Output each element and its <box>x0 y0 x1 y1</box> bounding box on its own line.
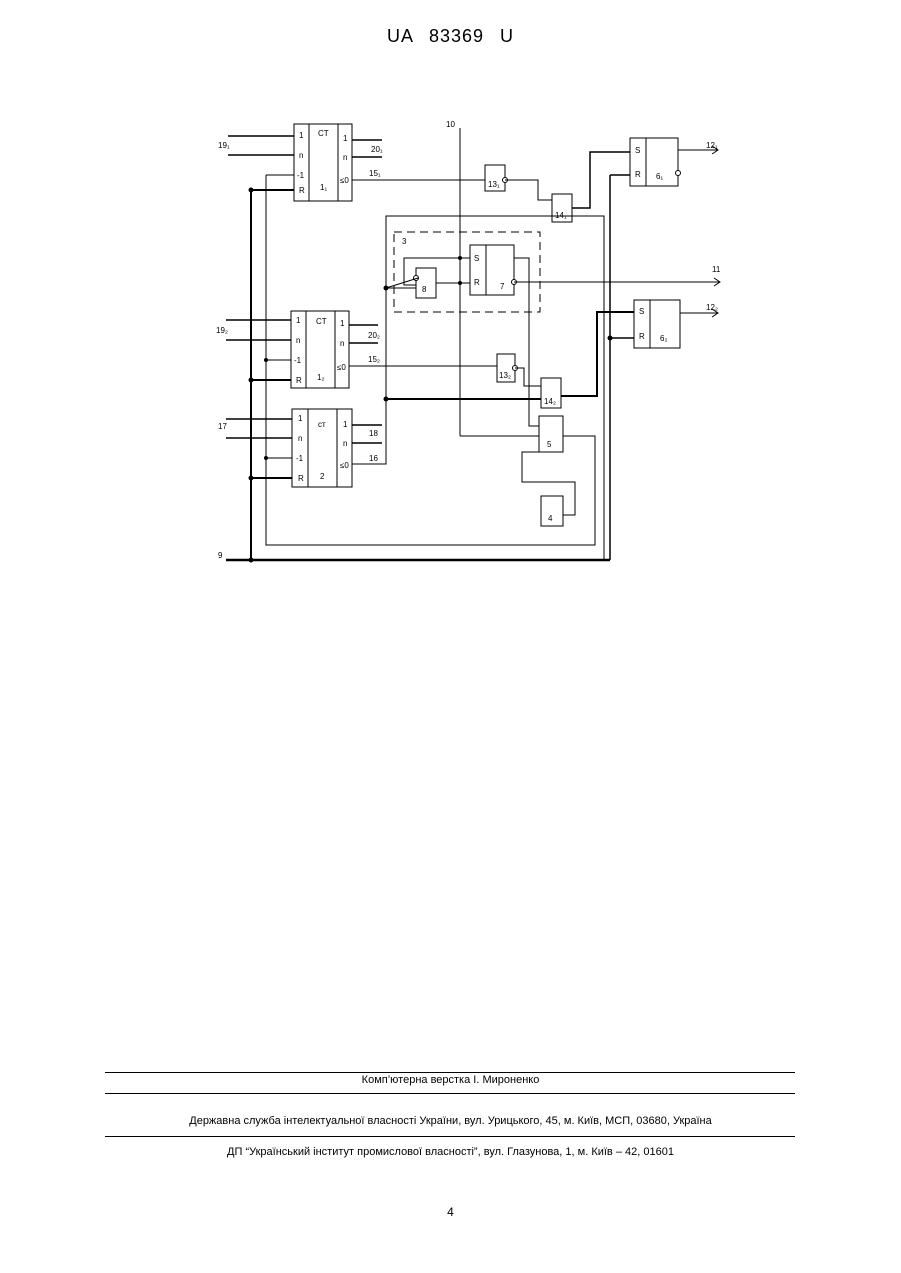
counter-1-1-ct: CT <box>318 129 329 138</box>
circuit-diagram: 19₁ 19₂ 17 9 10 20₁ 15₁ 20₂ 15₂ 18 16 11… <box>0 0 901 620</box>
block-3-label: 3 <box>402 237 407 246</box>
counter-1-1-pin-1: 1 <box>299 131 304 140</box>
output-20-1-label: 20₁ <box>371 145 383 154</box>
counter-1-2-pin-minus1: -1 <box>294 356 302 365</box>
counter-1-1-pin-minus1: -1 <box>297 171 305 180</box>
counter-2-pin-minus1: -1 <box>296 454 304 463</box>
element-5-label: 5 <box>547 440 552 449</box>
gate-14-1-label: 14₁ <box>555 211 567 220</box>
input-10-label: 10 <box>446 120 455 129</box>
counter-1-1-pin-r: R <box>299 186 305 195</box>
trigger-7-label: 7 <box>500 282 505 291</box>
page-number: 4 <box>0 1205 901 1219</box>
input-9-label: 9 <box>218 551 223 560</box>
output-15-2-label: 15₂ <box>368 355 380 364</box>
trigger-7-block <box>470 245 514 295</box>
footer-layout-credit: Комп’ютерна верстка І. Мироненко <box>0 1074 901 1086</box>
footer-institute: ДП “Український інститут промислової вла… <box>0 1146 901 1158</box>
trigger-6-1-label: 6₁ <box>656 172 663 181</box>
footer-agency: Державна служба інтелектуальної власност… <box>0 1115 901 1127</box>
footer-divider-2 <box>105 1093 795 1094</box>
counter-2-label: 2 <box>320 472 325 481</box>
output-15-1-label: 15₁ <box>369 169 381 178</box>
output-11-label: 11 <box>712 265 721 274</box>
counter-1-1-out-le0: ≤0 <box>340 176 349 185</box>
output-12-2-label: 12₂ <box>706 303 718 312</box>
trigger-6-1-pin-s: S <box>635 146 640 155</box>
element-4-label: 4 <box>548 514 553 523</box>
trigger-7-pin-r: R <box>474 278 480 287</box>
counter-2-pin-1: 1 <box>298 414 303 423</box>
counter-1-2-label: 1₂ <box>317 373 325 382</box>
counter-1-1-out-1: 1 <box>343 134 348 143</box>
counter-1-1-out-n: n <box>343 153 347 162</box>
element-8-label: 8 <box>422 285 427 294</box>
gate-14-2-label: 14₂ <box>544 397 556 406</box>
output-18-label: 18 <box>369 429 378 438</box>
counter-1-2-pin-r: R <box>296 376 302 385</box>
trigger-6-2-pin-s: S <box>639 307 644 316</box>
counter-2-pin-n: n <box>298 434 302 443</box>
counter-1-2-out-1: 1 <box>340 319 345 328</box>
trigger-6-1-pin-r: R <box>635 170 641 179</box>
gate-13-2-label: 13₂ <box>499 371 511 380</box>
counter-2-pin-r: R <box>298 474 304 483</box>
counter-1-1-pin-n: n <box>299 151 303 160</box>
footer-divider-1 <box>105 1072 795 1073</box>
output-12-1-label: 12₁ <box>706 141 718 150</box>
counter-1-1-label: 1₁ <box>320 183 327 192</box>
output-20-2-label: 20₂ <box>368 331 380 340</box>
trigger-7-pin-s: S <box>474 254 479 263</box>
input-19-1-label: 19₁ <box>218 141 230 150</box>
trigger-6-2-label: 6₂ <box>660 334 668 343</box>
counter-2-ct: ст <box>318 420 326 429</box>
trigger-6-2-pin-r: R <box>639 332 645 341</box>
counter-1-2-ct: CT <box>316 317 327 326</box>
footer-divider-3 <box>105 1136 795 1137</box>
input-17-label: 17 <box>218 422 227 431</box>
counter-1-2-out-n: n <box>340 339 344 348</box>
counter-2-out-le0: ≤0 <box>340 461 349 470</box>
counter-2-out-1: 1 <box>343 420 348 429</box>
counter-2-out-n: n <box>343 439 347 448</box>
output-16-label: 16 <box>369 454 378 463</box>
counter-1-2-out-le0: ≤0 <box>337 363 346 372</box>
counter-1-2-pin-1: 1 <box>296 316 301 325</box>
gate-13-1-label: 13₁ <box>488 180 500 189</box>
input-19-2-label: 19₂ <box>216 326 228 335</box>
counter-1-2-pin-n: n <box>296 336 300 345</box>
